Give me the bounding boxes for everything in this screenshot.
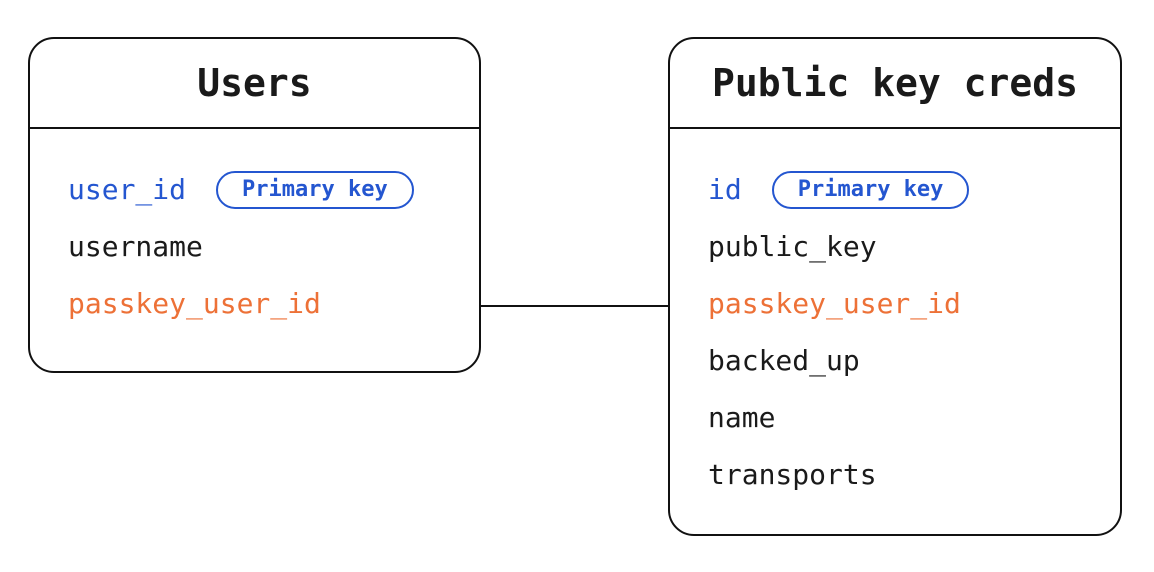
field-row-name: name <box>670 389 1120 446</box>
table-public-key-creds-header: Public key creds <box>670 39 1120 129</box>
relationship-line <box>481 305 668 307</box>
table-users: Users user_id Primary key username passk… <box>28 37 481 373</box>
field-row-backed-up: backed_up <box>670 332 1120 389</box>
field-id: id <box>708 173 742 206</box>
table-users-body: user_id Primary key username passkey_use… <box>30 129 479 332</box>
field-row-passkey-user-id: passkey_user_id <box>670 275 1120 332</box>
table-users-header: Users <box>30 39 479 129</box>
field-row-id: id Primary key <box>670 161 1120 218</box>
primary-key-badge: Primary key <box>216 170 414 209</box>
table-public-key-creds-title: Public key creds <box>711 61 1079 105</box>
field-public-key: public_key <box>708 230 877 263</box>
field-row-transports: transports <box>670 446 1120 503</box>
primary-key-badge: Primary key <box>771 170 970 209</box>
field-row-public-key: public_key <box>670 218 1120 275</box>
table-public-key-creds: Public key creds id Primary key public_k… <box>668 37 1122 536</box>
field-row-passkey-user-id: passkey_user_id <box>30 275 479 332</box>
field-passkey-user-id: passkey_user_id <box>708 287 961 320</box>
table-public-key-creds-body: id Primary key public_key passkey_user_i… <box>670 129 1120 503</box>
field-user-id: user_id <box>68 173 187 206</box>
field-name: name <box>708 401 776 434</box>
field-row-user-id: user_id Primary key <box>30 161 479 218</box>
table-users-title: Users <box>197 61 312 105</box>
field-transports: transports <box>708 458 877 491</box>
field-passkey-user-id: passkey_user_id <box>68 287 321 320</box>
field-username: username <box>68 230 203 263</box>
field-backed-up: backed_up <box>708 344 860 377</box>
field-row-username: username <box>30 218 479 275</box>
